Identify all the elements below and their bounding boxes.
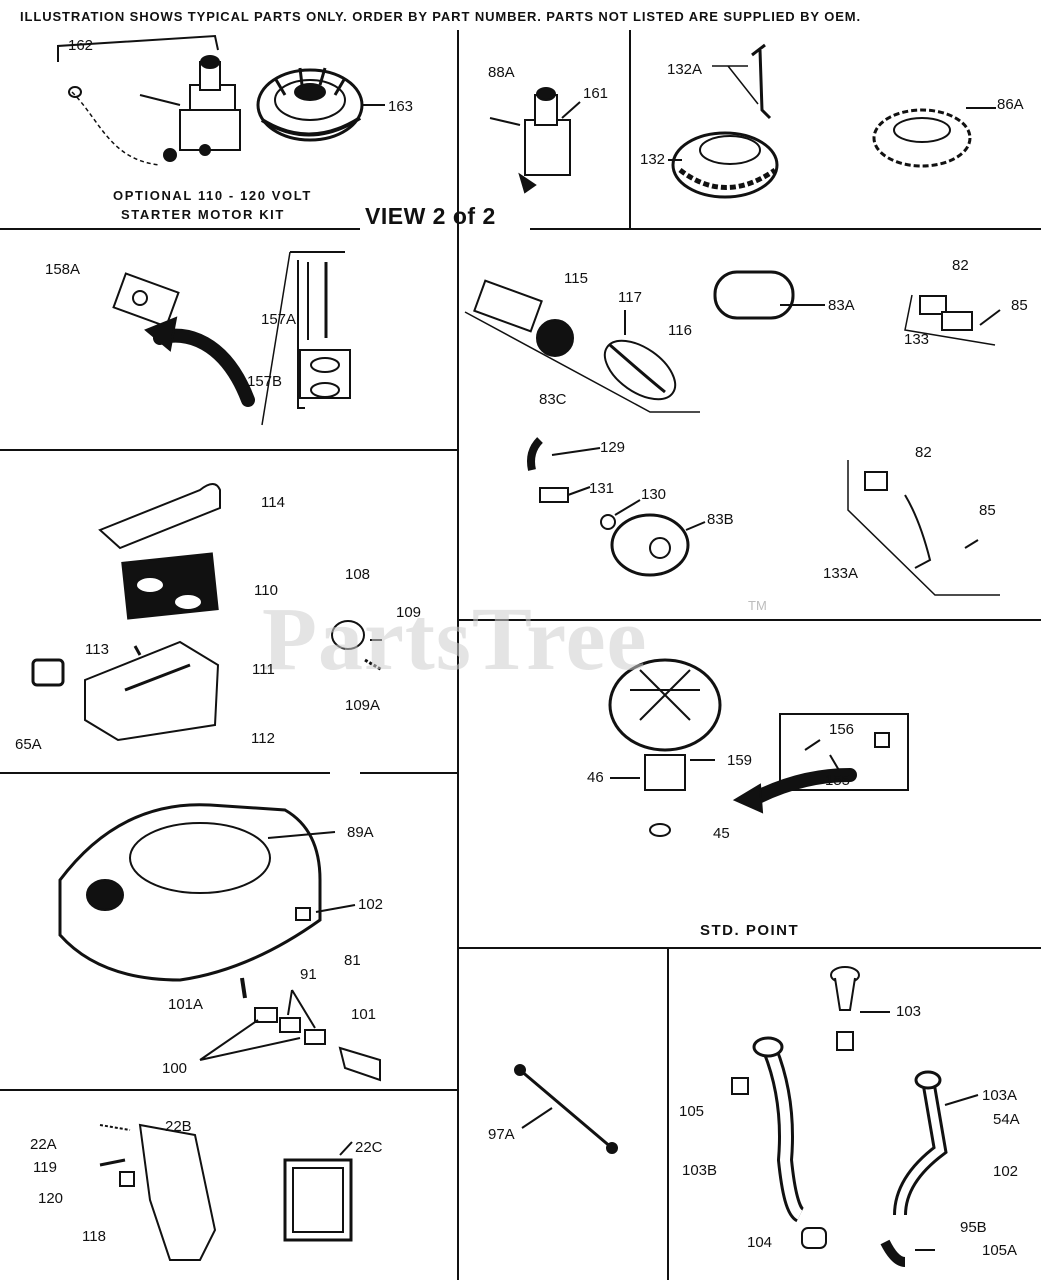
starter-161-drawing <box>489 87 581 194</box>
part-label-85-bottom[interactable]: 85 <box>979 502 996 519</box>
part-label-103b[interactable]: 103B <box>682 1162 718 1179</box>
part-label-109a[interactable]: 109A <box>345 697 381 714</box>
part-label-159[interactable]: 159 <box>727 752 753 769</box>
air-filter-housing-drawing <box>31 483 383 742</box>
part-label-105a[interactable]: 105A <box>982 1242 1018 1259</box>
part-label-86a[interactable]: 86A <box>997 96 1024 113</box>
view-title: VIEW 2 of 2 <box>365 203 496 229</box>
part-label-157a[interactable]: 157A <box>261 311 297 328</box>
part-label-88a[interactable]: 88A <box>488 64 515 81</box>
part-label-82-top[interactable]: 82 <box>952 257 969 274</box>
part-label-105[interactable]: 105 <box>679 1103 705 1120</box>
part-label-157b[interactable]: 157B <box>247 373 283 390</box>
part-label-161[interactable]: 161 <box>583 85 609 102</box>
part-label-102-right[interactable]: 102 <box>993 1163 1019 1180</box>
oil-fill-drawing <box>731 966 979 1267</box>
governor-linkage-drawing <box>99 1123 353 1261</box>
part-label-119[interactable]: 119 <box>33 1159 57 1176</box>
part-label-111[interactable]: 111 <box>252 661 275 678</box>
part-label-103a[interactable]: 103A <box>982 1087 1018 1104</box>
part-label-108[interactable]: 108 <box>345 566 371 583</box>
watermark: PartsTree <box>262 590 648 689</box>
part-label-54a[interactable]: 54A <box>993 1111 1020 1128</box>
starter-kit-caption-line2: STARTER MOTOR KIT <box>121 207 285 222</box>
part-label-155[interactable]: 155 <box>825 772 851 789</box>
part-label-22b[interactable]: 22B <box>165 1118 192 1135</box>
part-label-103[interactable]: 103 <box>896 1003 922 1020</box>
part-label-132a[interactable]: 132A <box>667 61 703 78</box>
part-label-91[interactable]: 91 <box>300 966 317 983</box>
part-label-89a[interactable]: 89A <box>347 824 374 841</box>
std-point-caption: STD. POINT <box>700 922 800 939</box>
watermark-tm: TM <box>748 598 767 613</box>
part-label-163[interactable]: 163 <box>388 98 414 115</box>
panel-dividers <box>0 30 1041 1280</box>
part-label-133[interactable]: 133 <box>904 331 930 348</box>
part-label-158a[interactable]: 158A <box>45 261 81 278</box>
part-label-116[interactable]: 116 <box>668 322 692 339</box>
part-label-110[interactable]: 110 <box>254 582 278 599</box>
parts-notice: ILLUSTRATION SHOWS TYPICAL PARTS ONLY. O… <box>20 9 862 24</box>
carburetor-drawing <box>112 251 351 426</box>
part-label-162[interactable]: 162 <box>68 37 94 54</box>
part-label-104[interactable]: 104 <box>747 1234 773 1251</box>
part-label-129[interactable]: 129 <box>600 439 626 456</box>
part-label-130[interactable]: 130 <box>641 486 667 503</box>
starter-kit-caption-line1: OPTIONAL 110 - 120 VOLT <box>113 188 312 203</box>
part-label-65a[interactable]: 65A <box>15 736 42 753</box>
part-label-82-bottom[interactable]: 82 <box>915 444 932 461</box>
part-label-95b[interactable]: 95B <box>960 1219 987 1236</box>
part-label-102-left[interactable]: 102 <box>358 896 384 913</box>
part-label-112[interactable]: 112 <box>251 730 275 747</box>
part-label-156[interactable]: 156 <box>829 721 855 738</box>
part-label-113[interactable]: 113 <box>85 641 109 658</box>
part-label-81[interactable]: 81 <box>344 952 361 969</box>
part-label-45[interactable]: 45 <box>713 825 730 842</box>
part-label-100[interactable]: 100 <box>162 1060 188 1077</box>
air-cleaner-drawing <box>464 270 1001 596</box>
part-label-101a[interactable]: 101A <box>168 996 204 1013</box>
part-label-101[interactable]: 101 <box>351 1006 377 1023</box>
part-label-131[interactable]: 131 <box>589 480 615 497</box>
part-label-118[interactable]: 118 <box>82 1228 106 1245</box>
part-label-120[interactable]: 120 <box>38 1190 64 1207</box>
part-label-46[interactable]: 46 <box>587 769 604 786</box>
part-label-97a[interactable]: 97A <box>488 1126 515 1143</box>
starter-motor-drawing <box>57 34 241 166</box>
part-label-85-top[interactable]: 85 <box>1011 297 1028 314</box>
part-label-109[interactable]: 109 <box>396 604 422 621</box>
governor-rod-drawing <box>514 1064 618 1154</box>
flywheel-163-drawing <box>256 67 385 142</box>
part-label-133a[interactable]: 133A <box>823 565 859 582</box>
part-label-132[interactable]: 132 <box>640 151 666 168</box>
part-label-117[interactable]: 117 <box>618 289 642 306</box>
rewind-starter-drawing <box>668 43 996 199</box>
part-label-115[interactable]: 115 <box>564 270 588 287</box>
part-label-114[interactable]: 114 <box>261 494 285 511</box>
part-label-83a[interactable]: 83A <box>828 297 855 314</box>
part-label-83b[interactable]: 83B <box>707 511 734 528</box>
ignition-drawing <box>608 658 909 837</box>
part-label-22a[interactable]: 22A <box>30 1136 57 1153</box>
part-label-83c[interactable]: 83C <box>539 391 567 408</box>
blower-housing-drawing <box>58 803 381 1082</box>
part-label-22c[interactable]: 22C <box>355 1139 383 1156</box>
